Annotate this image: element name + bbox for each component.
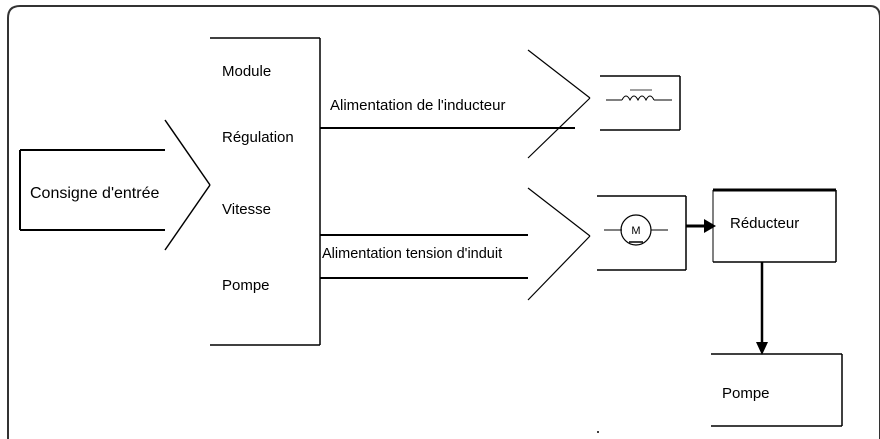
regulation-module-block: Module Régulation Vitesse Pompe: [210, 37, 321, 346]
inductor-coil-icon: [606, 89, 672, 102]
stray-dot: [597, 431, 599, 433]
motor-to-reducer-arrow: [686, 219, 716, 233]
dc-motor-block: M: [597, 195, 687, 271]
module-line-2: Régulation: [222, 129, 294, 146]
module-line-3: Vitesse: [222, 201, 271, 218]
reducer-block: Réducteur: [712, 188, 837, 263]
input-setpoint-label: Consigne d'entrée: [30, 185, 159, 202]
motor-symbol: M: [631, 225, 640, 237]
field-supply-channel: Alimentation de l'inducteur: [320, 49, 591, 159]
module-line-4: Pompe: [222, 277, 270, 294]
field-supply-label: Alimentation de l'inducteur: [330, 97, 505, 114]
dc-motor-icon: M: [604, 214, 668, 246]
pump-block: Pompe: [711, 353, 843, 427]
module-line-1: Module: [222, 63, 271, 80]
reducer-to-pump-arrow: [756, 262, 768, 355]
input-setpoint-block: Consigne d'entrée: [19, 149, 165, 231]
diagram-frame: [7, 5, 880, 439]
reducer-label: Réducteur: [730, 215, 799, 232]
armature-supply-label: Alimentation tension d'induit: [322, 246, 502, 262]
pump-label: Pompe: [722, 385, 770, 402]
field-winding-block: [600, 75, 681, 131]
armature-supply-channel: Alimentation tension d'induit: [320, 187, 591, 301]
input-arrow: [164, 119, 211, 251]
